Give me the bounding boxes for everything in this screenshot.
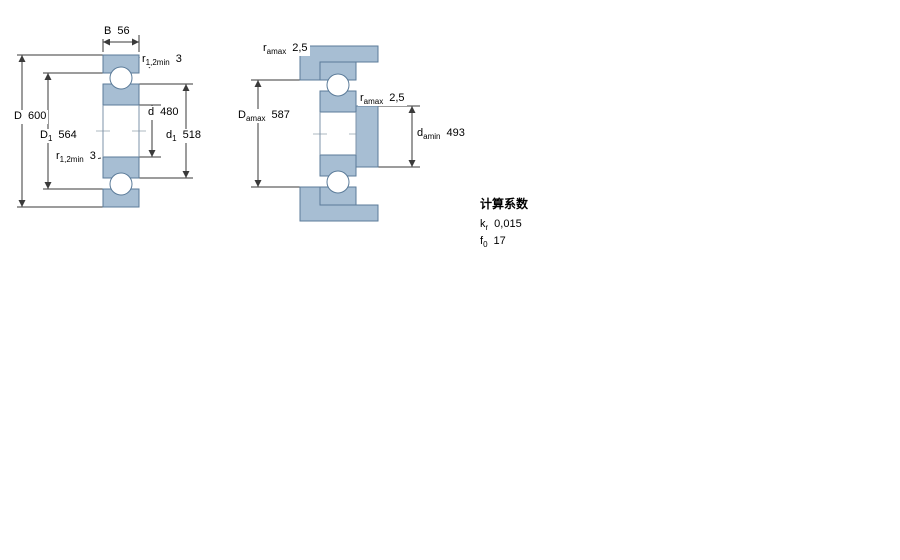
dim-label-D1: D1 564 (38, 129, 79, 144)
dim-label-da: damin 493 (415, 127, 467, 142)
dim-subscript: amax (266, 47, 287, 57)
ball-bottom-icon (326, 170, 350, 194)
dim-subscript: 1,2min (59, 155, 84, 165)
dim-symbol: D (238, 109, 246, 121)
dim-value: 493 (446, 127, 465, 139)
factor-kr: kr 0,015 (480, 218, 522, 232)
ball-top-icon (109, 66, 133, 90)
factor-value: 17 (493, 235, 506, 247)
factor-symbol: f (480, 235, 484, 247)
dim-label-ra-top: ramax 2,5 (261, 42, 310, 57)
dim-symbol: D (14, 110, 22, 122)
dim-value: 2,5 (292, 42, 308, 54)
dim-value: 56 (117, 25, 130, 37)
dim-value: 480 (160, 106, 179, 118)
dim-label-D: D 600 (12, 110, 49, 125)
dim-value: 2,5 (389, 92, 405, 104)
dim-subscript: amax (245, 114, 266, 124)
factor-subscript: 0 (483, 240, 488, 250)
ball-bottom-icon (109, 172, 133, 196)
dim-symbol: d (148, 106, 155, 118)
dim-symbol: r (142, 53, 146, 65)
dim-value: 564 (58, 129, 77, 141)
dim-subscript: 1 (47, 134, 53, 144)
dim-label-ra-mid: ramax 2,5 (358, 92, 407, 107)
dim-label-Da: Damax 587 (236, 109, 292, 124)
dim-label-d: d 480 (146, 106, 181, 121)
dim-symbol: D (40, 129, 48, 141)
dim-symbol: B (104, 25, 112, 37)
factor-f0: f0 17 (480, 235, 506, 249)
dim-subscript: 1,2min (145, 58, 170, 68)
right-view-mounting-section (299, 45, 379, 222)
dim-symbol: d (166, 129, 173, 141)
shaft-shoulder (355, 105, 379, 168)
calculation-factors-heading: 计算系数 (480, 197, 529, 211)
dim-value: 587 (271, 109, 290, 121)
dim-subscript: 1 (172, 134, 177, 144)
dim-label-d1: d1 518 (164, 129, 203, 144)
dim-symbol: d (417, 127, 424, 139)
dim-value: 600 (27, 110, 47, 122)
factor-value: 0,015 (494, 218, 522, 230)
left-view-bearing-section (96, 54, 146, 208)
dim-subscript: amin (423, 132, 441, 142)
factor-subscript: r (485, 223, 489, 233)
dim-symbol: r (56, 150, 60, 162)
dim-label-B: B 56 (102, 25, 132, 40)
dim-value: 3 (89, 150, 96, 162)
dim-symbol: r (263, 42, 267, 54)
dim-value: 3 (175, 53, 182, 65)
dim-value: 518 (182, 129, 201, 141)
ball-top-icon (326, 73, 350, 97)
factor-symbol: k (480, 218, 486, 230)
dim-symbol: r (360, 92, 364, 104)
dim-label-r12-left: r1,2min 3 (54, 150, 98, 165)
dim-label-r12-top: r1,2min 3 (140, 53, 184, 68)
dim-subscript: amax (363, 97, 384, 107)
